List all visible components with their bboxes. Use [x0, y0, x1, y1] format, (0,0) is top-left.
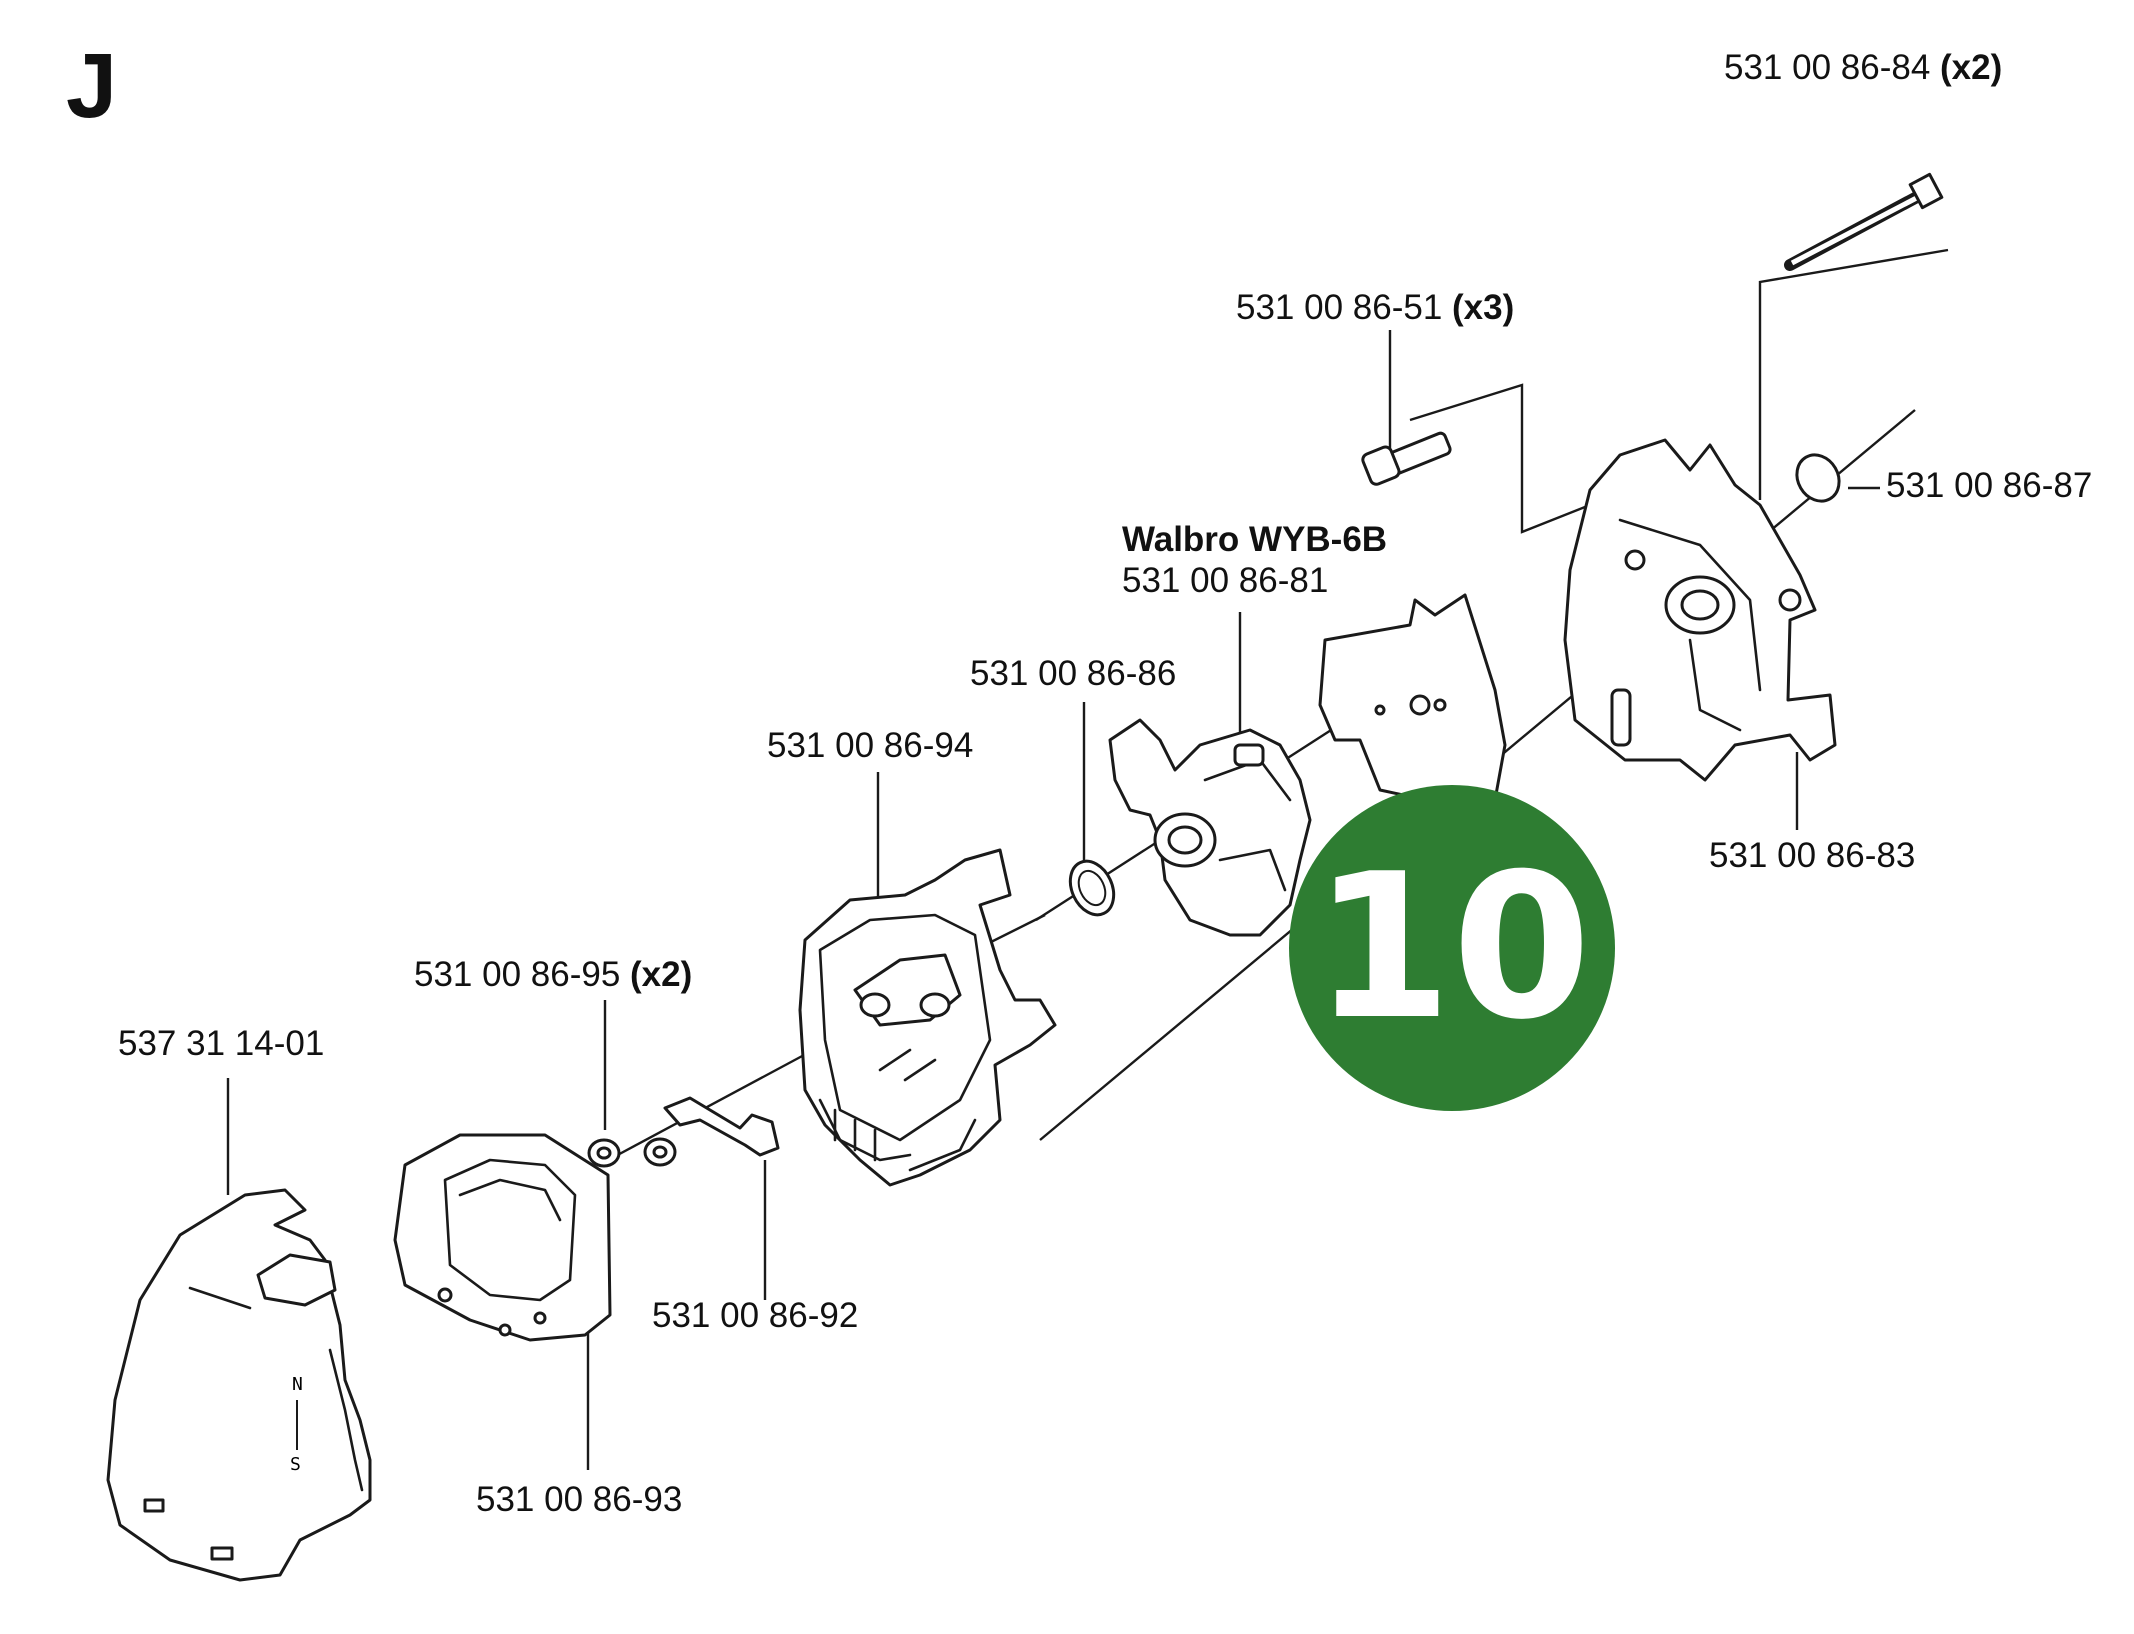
- label-bolt-short: 531 00 86-51 (x3): [1236, 290, 1514, 325]
- label-filter: 531 00 86-93: [476, 1482, 682, 1517]
- label-cover: 537 31 14-01: [118, 1026, 324, 1061]
- part-number: 531 00 86-87: [1886, 466, 2093, 505]
- part-number: 531 00 86-83: [1709, 836, 1916, 875]
- gasket: [1318, 593, 1507, 807]
- part-number: 531 00 86-92: [652, 1296, 859, 1335]
- filter-element-shape: [393, 1133, 612, 1342]
- carburetor-model: Walbro WYB-6B: [1122, 520, 1388, 559]
- cover-mark-top: N: [292, 1374, 303, 1395]
- part-number: 531 00 86-94: [767, 726, 974, 765]
- label-intake-holder: 531 00 86-83: [1709, 838, 1915, 873]
- cover-mark-bottom: S: [290, 1454, 301, 1475]
- quantity: (x3): [1452, 288, 1515, 327]
- filter-housing-shape: [798, 848, 1057, 1187]
- cover-shape: N S: [106, 1188, 372, 1582]
- long-bolt: [1784, 172, 1944, 271]
- label-bracket: 531 00 86-92: [652, 1298, 858, 1333]
- label-carburetor: Walbro WYB-6B 531 00 86-81: [1122, 522, 1387, 598]
- oring-right-shape: [1795, 453, 1841, 503]
- section-letter: J: [66, 35, 118, 137]
- part-number: 537 31 14-01: [118, 1024, 325, 1063]
- label-bolt-long: 531 00 86-84 (x2): [1724, 50, 2002, 85]
- part-number: 531 00 86-84: [1724, 48, 1931, 87]
- callout-number: 10: [1312, 831, 1592, 1064]
- label-oring-right: 531 00 86-87: [1886, 468, 2092, 503]
- nuts-shape: [587, 1137, 677, 1168]
- part-number: 531 00 86-86: [970, 654, 1177, 693]
- leader-bolt-long: [1758, 248, 1949, 500]
- part-number: 531 00 86-81: [1122, 561, 1329, 600]
- label-filter-housing: 531 00 86-94: [767, 728, 973, 763]
- leader-bolt-short-path: [1409, 383, 1591, 534]
- callout-badge: 10: [1289, 785, 1615, 1111]
- part-number: 531 00 86-51: [1236, 288, 1443, 327]
- label-nuts: 531 00 86-95 (x2): [414, 957, 692, 992]
- bracket-shape: [663, 1096, 780, 1157]
- label-oring-mid: 531 00 86-86: [970, 656, 1176, 691]
- part-number: 531 00 86-95: [414, 955, 621, 994]
- part-number: 531 00 86-93: [476, 1480, 683, 1519]
- carburetor-shape: [1108, 718, 1312, 937]
- intake-holder: [1563, 438, 1837, 782]
- short-bolt: [1361, 431, 1452, 486]
- quantity: (x2): [1940, 48, 2003, 87]
- quantity: (x2): [630, 955, 693, 994]
